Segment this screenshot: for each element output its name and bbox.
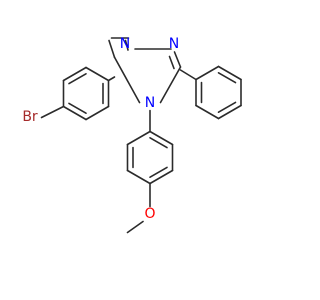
- atom-label-n2: N: [120, 36, 130, 52]
- bond-phenyl-5: [195, 104, 220, 120]
- bond-methoxyphenyl-1: [126, 130, 151, 146]
- bond-c-br: [40, 105, 65, 119]
- bond-bromophenyl-inner-1: [68, 73, 87, 85]
- bond-methoxyphenyl-inner-3: [149, 137, 168, 149]
- bond-bromophenyl-inner-2: [68, 102, 87, 114]
- bond-bromophenyl-4: [62, 105, 87, 121]
- bond-phenyl-to-triazole: [179, 69, 197, 81]
- bond-bromophenyl-5: [85, 105, 110, 121]
- bond-n1-c5-double: [168, 55, 175, 70]
- bond-bromophenyl-to-triazole: [107, 76, 116, 82]
- bond-n1-c5: [173, 51, 182, 68]
- bond-methoxyphenyl-4: [149, 169, 174, 185]
- bond-phenyl-2: [217, 65, 242, 81]
- bond-phenyl-1: [195, 65, 220, 81]
- bond-methoxyphenyl-inner-2: [149, 166, 168, 178]
- bond-o-methyl: [126, 220, 144, 234]
- molecule-canvas: N N N Br O: [22, 36, 242, 234]
- bond-phenyl-4: [217, 104, 242, 120]
- bond-bromophenyl-2: [62, 66, 87, 82]
- molecule-structure: N N N Br O: [22, 36, 242, 234]
- atom-label-n4: N: [145, 95, 155, 111]
- atom-label-n1: N: [169, 36, 179, 52]
- bond-layer: [40, 37, 242, 234]
- bond-methoxyphenyl-3: [126, 169, 151, 185]
- atom-label-oxygen: O: [144, 206, 155, 222]
- bond-methoxyphenyl-6: [149, 130, 174, 146]
- bond-bromophenyl-1: [85, 66, 110, 82]
- bond-c3-n2-double: [124, 39, 129, 51]
- atom-label-layer: N N N Br O: [22, 36, 179, 222]
- bond-phenyl-inner-2: [217, 101, 237, 113]
- bond-n4-c3b: [113, 56, 141, 104]
- bond-phenyl-inner-1: [217, 72, 237, 84]
- bond-n4-c3: [108, 39, 116, 59]
- bond-c5-n4: [159, 66, 182, 104]
- atom-label-bromine: Br: [22, 109, 38, 125]
